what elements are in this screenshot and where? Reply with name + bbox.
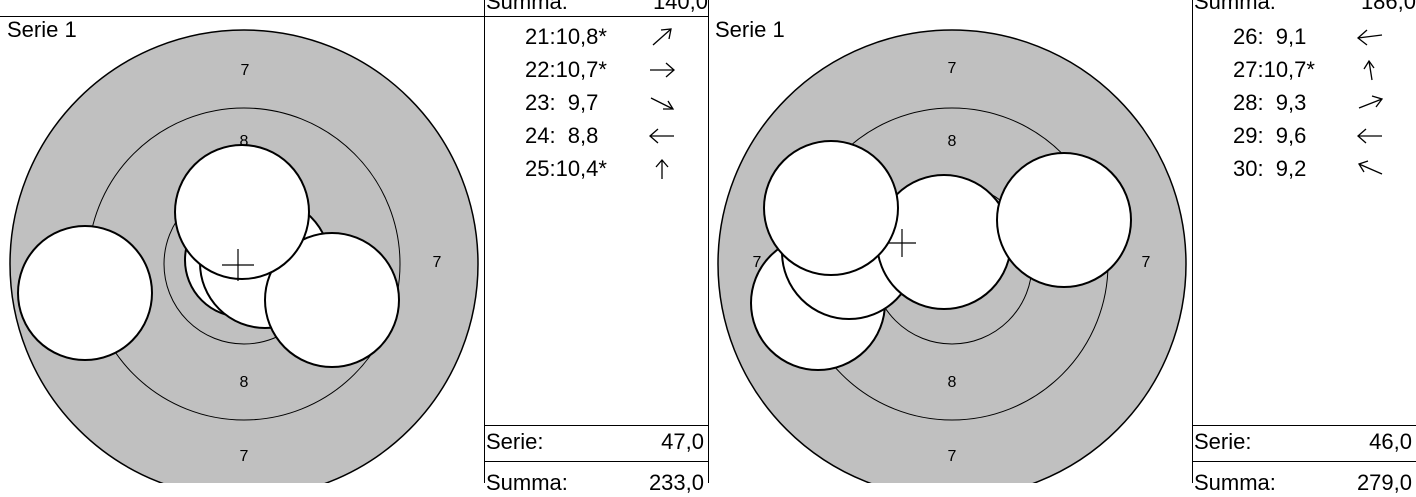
series-label: Serie 1 [7,17,77,42]
shot-row[interactable]: 24: 8,8 [485,121,707,151]
ring-label: 7 [240,448,249,465]
target-panel-1: 7 8 8 7 7 Serie 1 Summa: 140,0 21:10,8* … [0,0,708,495]
divider [484,425,708,426]
ring-label: 8 [948,133,957,150]
summa-total: Summa: 279,0 [1193,469,1416,497]
target-panel-2: 7 8 8 7 7 7 Serie 1 Summa: 186,0 26: 9,1… [708,0,1416,495]
ring-label: 7 [948,60,957,77]
ring-label: 8 [240,374,249,391]
arrow-left-icon [1357,128,1382,144]
divider [484,0,485,483]
target-view-1[interactable]: 7 8 8 7 7 Serie 1 [0,0,484,483]
shot-row[interactable]: 28: 9,3 [1193,88,1415,118]
top-summary: Summa: 140,0 [486,0,708,14]
arrow-up-icon [655,159,669,179]
ring-label: 7 [1142,254,1151,271]
shot-row[interactable]: 30: 9,2 [1193,154,1415,184]
shot-hole [174,144,310,280]
series-label: Serie 1 [715,17,785,42]
shot-row[interactable]: 29: 9,6 [1193,121,1415,151]
summary-label: Summa: [1194,0,1276,14]
ring-label: 7 [433,254,442,271]
divider [1192,425,1416,426]
arrow-up-icon [1363,59,1375,81]
target-view-2[interactable]: 7 8 8 7 7 7 Serie 1 [708,0,1192,483]
serie-total: Serie: 46,0 [1193,428,1416,456]
shot-row[interactable]: 21:10,8* [485,22,707,52]
serie-total: Serie: 47,0 [485,428,708,456]
arrow-right-icon [1358,95,1384,109]
summary-value: 186,0 [1360,0,1416,14]
serie-value: 47,0 [661,429,704,454]
shot-score: 30: 9,2 [1233,156,1307,181]
arrow-down-right-icon [650,97,675,110]
shot-row[interactable]: 26: 9,1 [1193,22,1415,52]
arrow-left-icon [649,128,674,144]
serie-value: 46,0 [1369,429,1412,454]
ring-label: 7 [948,448,957,465]
shot-row[interactable]: 23: 9,7 [485,88,707,118]
shot-score: 21:10,8* [525,24,607,49]
shot-score: 22:10,7* [525,57,607,82]
ring-label: 7 [241,62,250,79]
summary-label: Summa: [486,0,568,14]
shot-hole [996,152,1132,288]
shot-hole [763,140,899,276]
panel-divider [708,0,709,483]
ring-label: 7 [753,254,762,271]
summa-label: Summa: [1194,470,1276,495]
divider [1192,461,1416,462]
shot-score: 28: 9,3 [1233,90,1307,115]
serie-label: Serie: [486,429,544,454]
shot-score: 25:10,4* [525,156,607,181]
ring-label: 8 [948,374,957,391]
divider [484,461,708,462]
shot-score: 23: 9,7 [525,90,599,115]
summary-value: 140,0 [652,0,708,14]
ring-label: 8 [240,133,249,150]
shot-score: 27:10,7* [1233,57,1315,82]
summa-value: 279,0 [1356,470,1412,495]
shot-score: 29: 9,6 [1233,123,1307,148]
shot-score: 26: 9,1 [1233,24,1307,49]
serie-label: Serie: [1194,429,1252,454]
summa-value: 233,0 [648,470,704,495]
shot-row[interactable]: 27:10,7* [1193,55,1415,85]
shot-hole [264,232,400,368]
top-summary: Summa: 186,0 [1194,0,1416,14]
divider [0,16,708,17]
shot-hole [17,225,153,361]
arrow-right-icon [650,62,675,78]
arrow-up-right-icon [652,28,672,46]
shot-row[interactable]: 25:10,4* [485,154,707,184]
arrow-up-left-icon [1358,160,1383,175]
summa-label: Summa: [486,470,568,495]
target-face-1: 7 8 8 7 7 [9,29,479,483]
divider [1192,0,1193,483]
summa-total: Summa: 233,0 [485,469,708,497]
shot-row[interactable]: 22:10,7* [485,55,707,85]
shot-score: 24: 8,8 [525,123,599,148]
target-face-2: 7 8 8 7 7 7 [717,29,1187,483]
arrow-left-icon [1356,29,1383,46]
